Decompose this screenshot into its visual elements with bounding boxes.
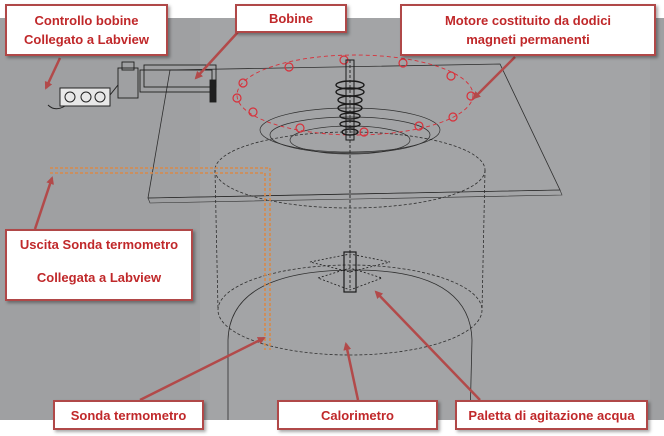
magnet — [248, 107, 258, 117]
arrow-paddle — [374, 290, 481, 401]
callout-motor: Motore costituito da dodici magneti perm… — [400, 4, 656, 56]
callout-arrows — [33, 31, 516, 402]
render-backwall — [200, 18, 650, 420]
magnet — [232, 93, 242, 103]
magnet — [284, 62, 294, 72]
paddle-label: Paletta di agitazione acqua — [468, 408, 635, 423]
arrow-coils — [194, 31, 239, 80]
top-plate-edge — [147, 189, 563, 204]
coils-label: Bobine — [268, 11, 314, 26]
magnet — [414, 121, 424, 131]
magnet — [359, 127, 369, 137]
magnet — [295, 123, 305, 133]
callout-probe-output: Uscita Sonda termometro Collegata a Labv… — [5, 229, 193, 301]
magnet — [398, 58, 408, 68]
callout-calorimeter: Calorimetro — [277, 400, 438, 430]
arrow-motor — [472, 56, 516, 100]
motor-label-1: Motore costituito da dodici — [444, 13, 612, 28]
calorimeter-label: Calorimetro — [321, 408, 394, 423]
callout-probe: Sonda termometro — [53, 400, 204, 430]
magnet — [238, 78, 248, 88]
arrow-probe-output — [33, 176, 54, 230]
coil-assembly — [117, 61, 217, 103]
coil-control-board — [47, 84, 119, 110]
probe-output-label-2: Collegata a Labview — [36, 270, 162, 285]
probe-output-label-1: Uscita Sonda termometro — [19, 237, 179, 252]
arrow-coil-control — [44, 57, 62, 90]
thermometer-probe — [50, 167, 271, 350]
coil-control-label-1: Controllo bobine — [34, 13, 139, 28]
arrow-probe — [139, 336, 266, 402]
coil-control-label-2: Collegato a Labview — [24, 32, 149, 47]
arrow-calorimeter — [343, 342, 360, 401]
callout-paddle: Paletta di agitazione acqua — [455, 400, 648, 430]
probe-label: Sonda termometro — [70, 408, 187, 423]
magnet — [446, 71, 456, 81]
motor-label-2: magneti permanenti — [466, 32, 590, 47]
callout-coil-control: Controllo bobine Collegato a Labview — [5, 4, 168, 56]
magnet — [448, 112, 458, 122]
stirring-paddle — [309, 251, 391, 293]
callout-coils: Bobine — [235, 4, 347, 33]
permanent-magnets — [232, 55, 476, 137]
